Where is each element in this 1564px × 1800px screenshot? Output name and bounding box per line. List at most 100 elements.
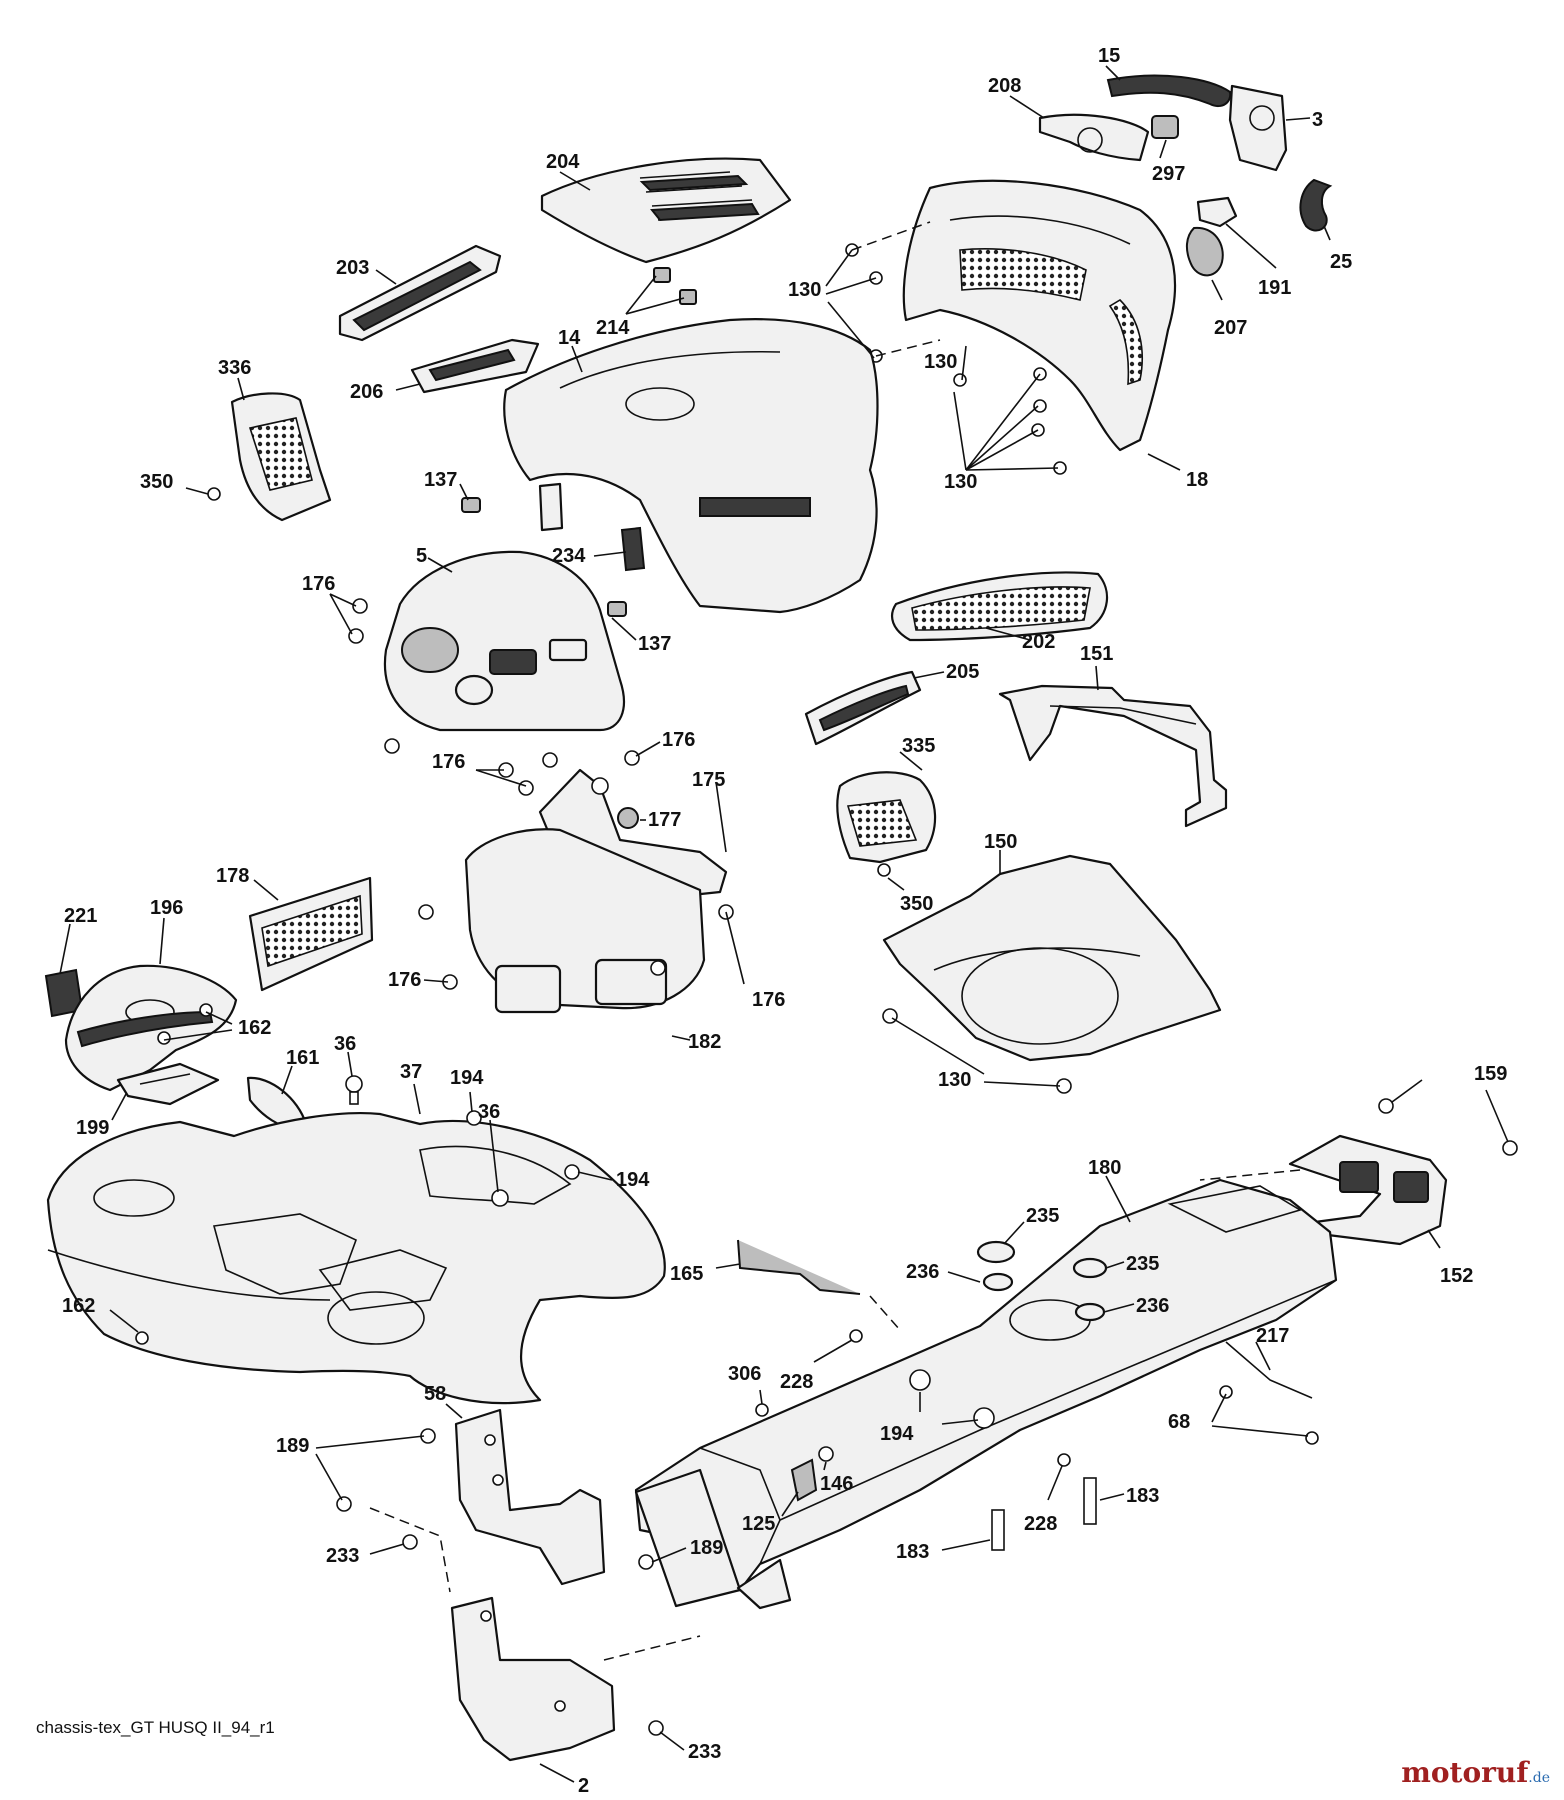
callout-150: 150 xyxy=(984,831,1017,853)
callout-297: 297 xyxy=(1152,163,1185,185)
callout-36-a: 36 xyxy=(334,1033,356,1055)
callout-161: 161 xyxy=(286,1047,319,1069)
callout-203: 203 xyxy=(336,257,369,279)
callout-2: 2 xyxy=(578,1775,589,1797)
hood-14 xyxy=(503,318,879,614)
callout-233-b: 233 xyxy=(688,1741,721,1763)
bolts-228 xyxy=(849,1329,1071,1467)
nut-306 xyxy=(755,1403,769,1417)
callout-176-d: 176 xyxy=(388,969,421,991)
nuts-194-b xyxy=(909,1369,995,1429)
screw-162-b xyxy=(135,1331,149,1345)
callout-202: 202 xyxy=(1022,631,1055,653)
bracket-208 xyxy=(1038,113,1150,162)
rear-fender-37 xyxy=(46,1112,666,1405)
fasteners-176-b xyxy=(498,762,534,796)
bolts-159 xyxy=(1378,1098,1518,1156)
spacers-235-236 xyxy=(976,1240,1108,1322)
callout-18: 18 xyxy=(1186,469,1208,491)
grille-202 xyxy=(891,571,1109,642)
callout-196: 196 xyxy=(150,897,183,919)
callout-183-b: 183 xyxy=(896,1541,929,1563)
front-plate xyxy=(634,1468,792,1610)
bolt-36-a xyxy=(345,1075,363,1105)
alignment-lines xyxy=(369,1169,1301,1661)
callout-180: 180 xyxy=(1088,1157,1121,1179)
callout-37: 37 xyxy=(400,1061,422,1083)
air-duct-335 xyxy=(836,771,937,864)
watermark-logo: motoruf.de xyxy=(1401,1756,1550,1789)
knob-177 xyxy=(617,807,639,829)
callout-152: 152 xyxy=(1440,1265,1473,1287)
clip-137-a xyxy=(461,497,481,513)
fasteners-176-a xyxy=(348,598,640,768)
callout-14: 14 xyxy=(558,327,581,349)
clips-214 xyxy=(653,267,697,305)
callout-137-b: 137 xyxy=(638,633,671,655)
callout-159: 159 xyxy=(1474,1063,1507,1085)
callout-162-a: 162 xyxy=(238,1017,271,1039)
callout-58: 58 xyxy=(424,1383,446,1405)
callout-350-a: 350 xyxy=(140,471,173,493)
bracket-2 xyxy=(450,1596,616,1762)
vent-plate-178 xyxy=(248,876,374,992)
callout-236-a: 236 xyxy=(906,1261,939,1283)
watermark-tld: .de xyxy=(1528,1770,1550,1786)
callout-199: 199 xyxy=(76,1117,109,1139)
callout-137-a: 137 xyxy=(424,469,457,491)
callout-177: 177 xyxy=(648,809,681,831)
callout-235-a: 235 xyxy=(1026,1205,1059,1227)
bracket-58 xyxy=(454,1408,606,1586)
callout-125: 125 xyxy=(742,1513,775,1535)
callout-15: 15 xyxy=(1098,45,1120,67)
seat-handle-15 xyxy=(1106,74,1232,108)
diagram-caption: chassis-tex_GT HUSQ II_94_r1 xyxy=(36,1718,275,1737)
cover-199 xyxy=(116,1062,220,1106)
callout-350-b: 350 xyxy=(900,893,933,915)
rod-217 xyxy=(1225,1341,1313,1399)
callout-189-b: 189 xyxy=(690,1537,723,1559)
bracket-191 xyxy=(1196,196,1238,228)
callout-130-c: 130 xyxy=(944,471,977,493)
callout-207: 207 xyxy=(1214,317,1247,339)
callout-176-a: 176 xyxy=(302,573,335,595)
intake-206 xyxy=(410,338,540,394)
air-duct-336 xyxy=(230,392,332,522)
callout-217: 217 xyxy=(1256,1325,1289,1347)
callout-191: 191 xyxy=(1258,277,1291,299)
callout-336: 336 xyxy=(218,357,251,379)
callout-194-b: 194 xyxy=(616,1169,650,1191)
callout-162-b: 162 xyxy=(62,1295,95,1317)
callout-208: 208 xyxy=(988,75,1021,97)
grille-203 xyxy=(338,244,502,342)
callout-5: 5 xyxy=(416,545,427,567)
callout-130-a: 130 xyxy=(788,279,821,301)
bracket-146-125 xyxy=(790,1446,834,1502)
callout-36-b: 36 xyxy=(478,1101,500,1123)
callout-204: 204 xyxy=(546,151,580,173)
callout-189-a: 189 xyxy=(276,1435,309,1457)
callout-175: 175 xyxy=(692,769,725,791)
callout-182: 182 xyxy=(688,1031,721,1053)
bolts-68 xyxy=(1219,1385,1319,1445)
callout-194-c: 194 xyxy=(880,1423,914,1445)
callout-176-c: 176 xyxy=(432,751,465,773)
callout-235-b: 235 xyxy=(1126,1253,1159,1275)
screw-350-b xyxy=(877,863,891,877)
callout-25: 25 xyxy=(1330,251,1352,273)
callout-206: 206 xyxy=(350,381,383,403)
fender-cover-196 xyxy=(64,964,238,1092)
callout-151: 151 xyxy=(1080,643,1113,665)
callout-234: 234 xyxy=(552,545,586,567)
callout-3: 3 xyxy=(1312,109,1323,131)
front-bumper-18 xyxy=(902,179,1177,452)
callout-176-e: 176 xyxy=(752,989,785,1011)
callout-233-a: 233 xyxy=(326,1545,359,1567)
callout-205: 205 xyxy=(946,661,979,683)
bracket-205 xyxy=(804,670,922,746)
floor-pan-150 xyxy=(882,854,1222,1062)
callout-236-b: 236 xyxy=(1136,1295,1169,1317)
cover-3 xyxy=(1228,84,1288,172)
knob-297 xyxy=(1151,115,1179,139)
bracket-152 xyxy=(1288,1134,1448,1246)
